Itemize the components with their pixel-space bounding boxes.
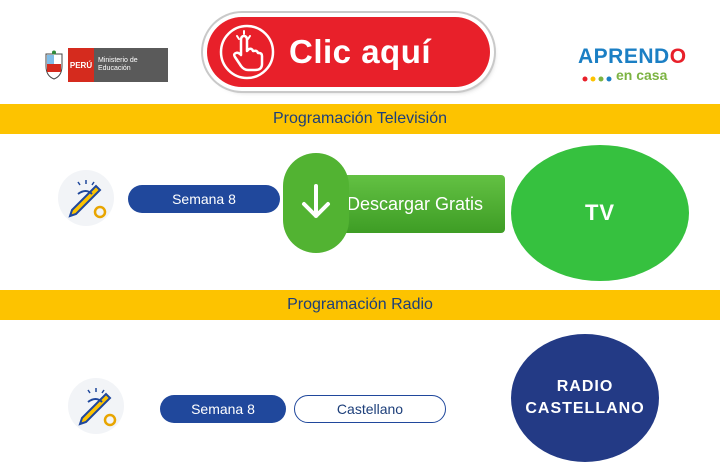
pencil-gear-icon [58, 170, 114, 226]
castellano-button[interactable]: Castellano [294, 395, 446, 423]
pencil-gear-icon [68, 378, 124, 434]
color-dots-icon [582, 76, 612, 82]
clic-aqui-label: Clic aquí [289, 33, 432, 70]
tv-semana-button[interactable]: Semana 8 [128, 185, 280, 213]
clic-aqui-button[interactable]: Clic aquí [207, 17, 490, 87]
tv-circle-button[interactable]: TV [511, 145, 689, 281]
descargar-gratis-label: Descargar Gratis [346, 193, 483, 214]
en-casa-text: en casa [616, 67, 668, 83]
tv-section-title: Programación Televisión [272, 110, 447, 127]
tv-label: TV [584, 200, 616, 225]
peru-crest-icon [45, 50, 63, 80]
aprendo-text-b: O [669, 45, 687, 68]
ministerio-label: Ministerio de Educación [94, 48, 168, 82]
radio-semana-button[interactable]: Semana 8 [160, 395, 286, 423]
download-circle [283, 153, 349, 253]
aprendo-en-casa-logo: APRENDO en casa [578, 45, 686, 90]
descargar-gratis-button[interactable]: Descargar Gratis [283, 153, 507, 253]
arrow-down-icon [302, 184, 330, 218]
tv-section-band: Programación Televisión [0, 104, 720, 134]
radio-line2: CASTELLANO [525, 400, 645, 417]
hand-pointer-icon [219, 24, 275, 80]
radio-section-band: Programación Radio [0, 290, 720, 320]
radio-castellano-circle-button[interactable]: RADIO CASTELLANO [511, 334, 659, 462]
radio-line1: RADIO [556, 378, 614, 395]
peru-label: PERÚ [68, 48, 94, 82]
minedu-logo: PERÚ Ministerio de Educación [42, 46, 170, 84]
aprendo-text-a: APREND [578, 45, 670, 68]
descargar-gratis-bar: Descargar Gratis [327, 175, 505, 233]
radio-section-title: Programación Radio [287, 296, 433, 313]
